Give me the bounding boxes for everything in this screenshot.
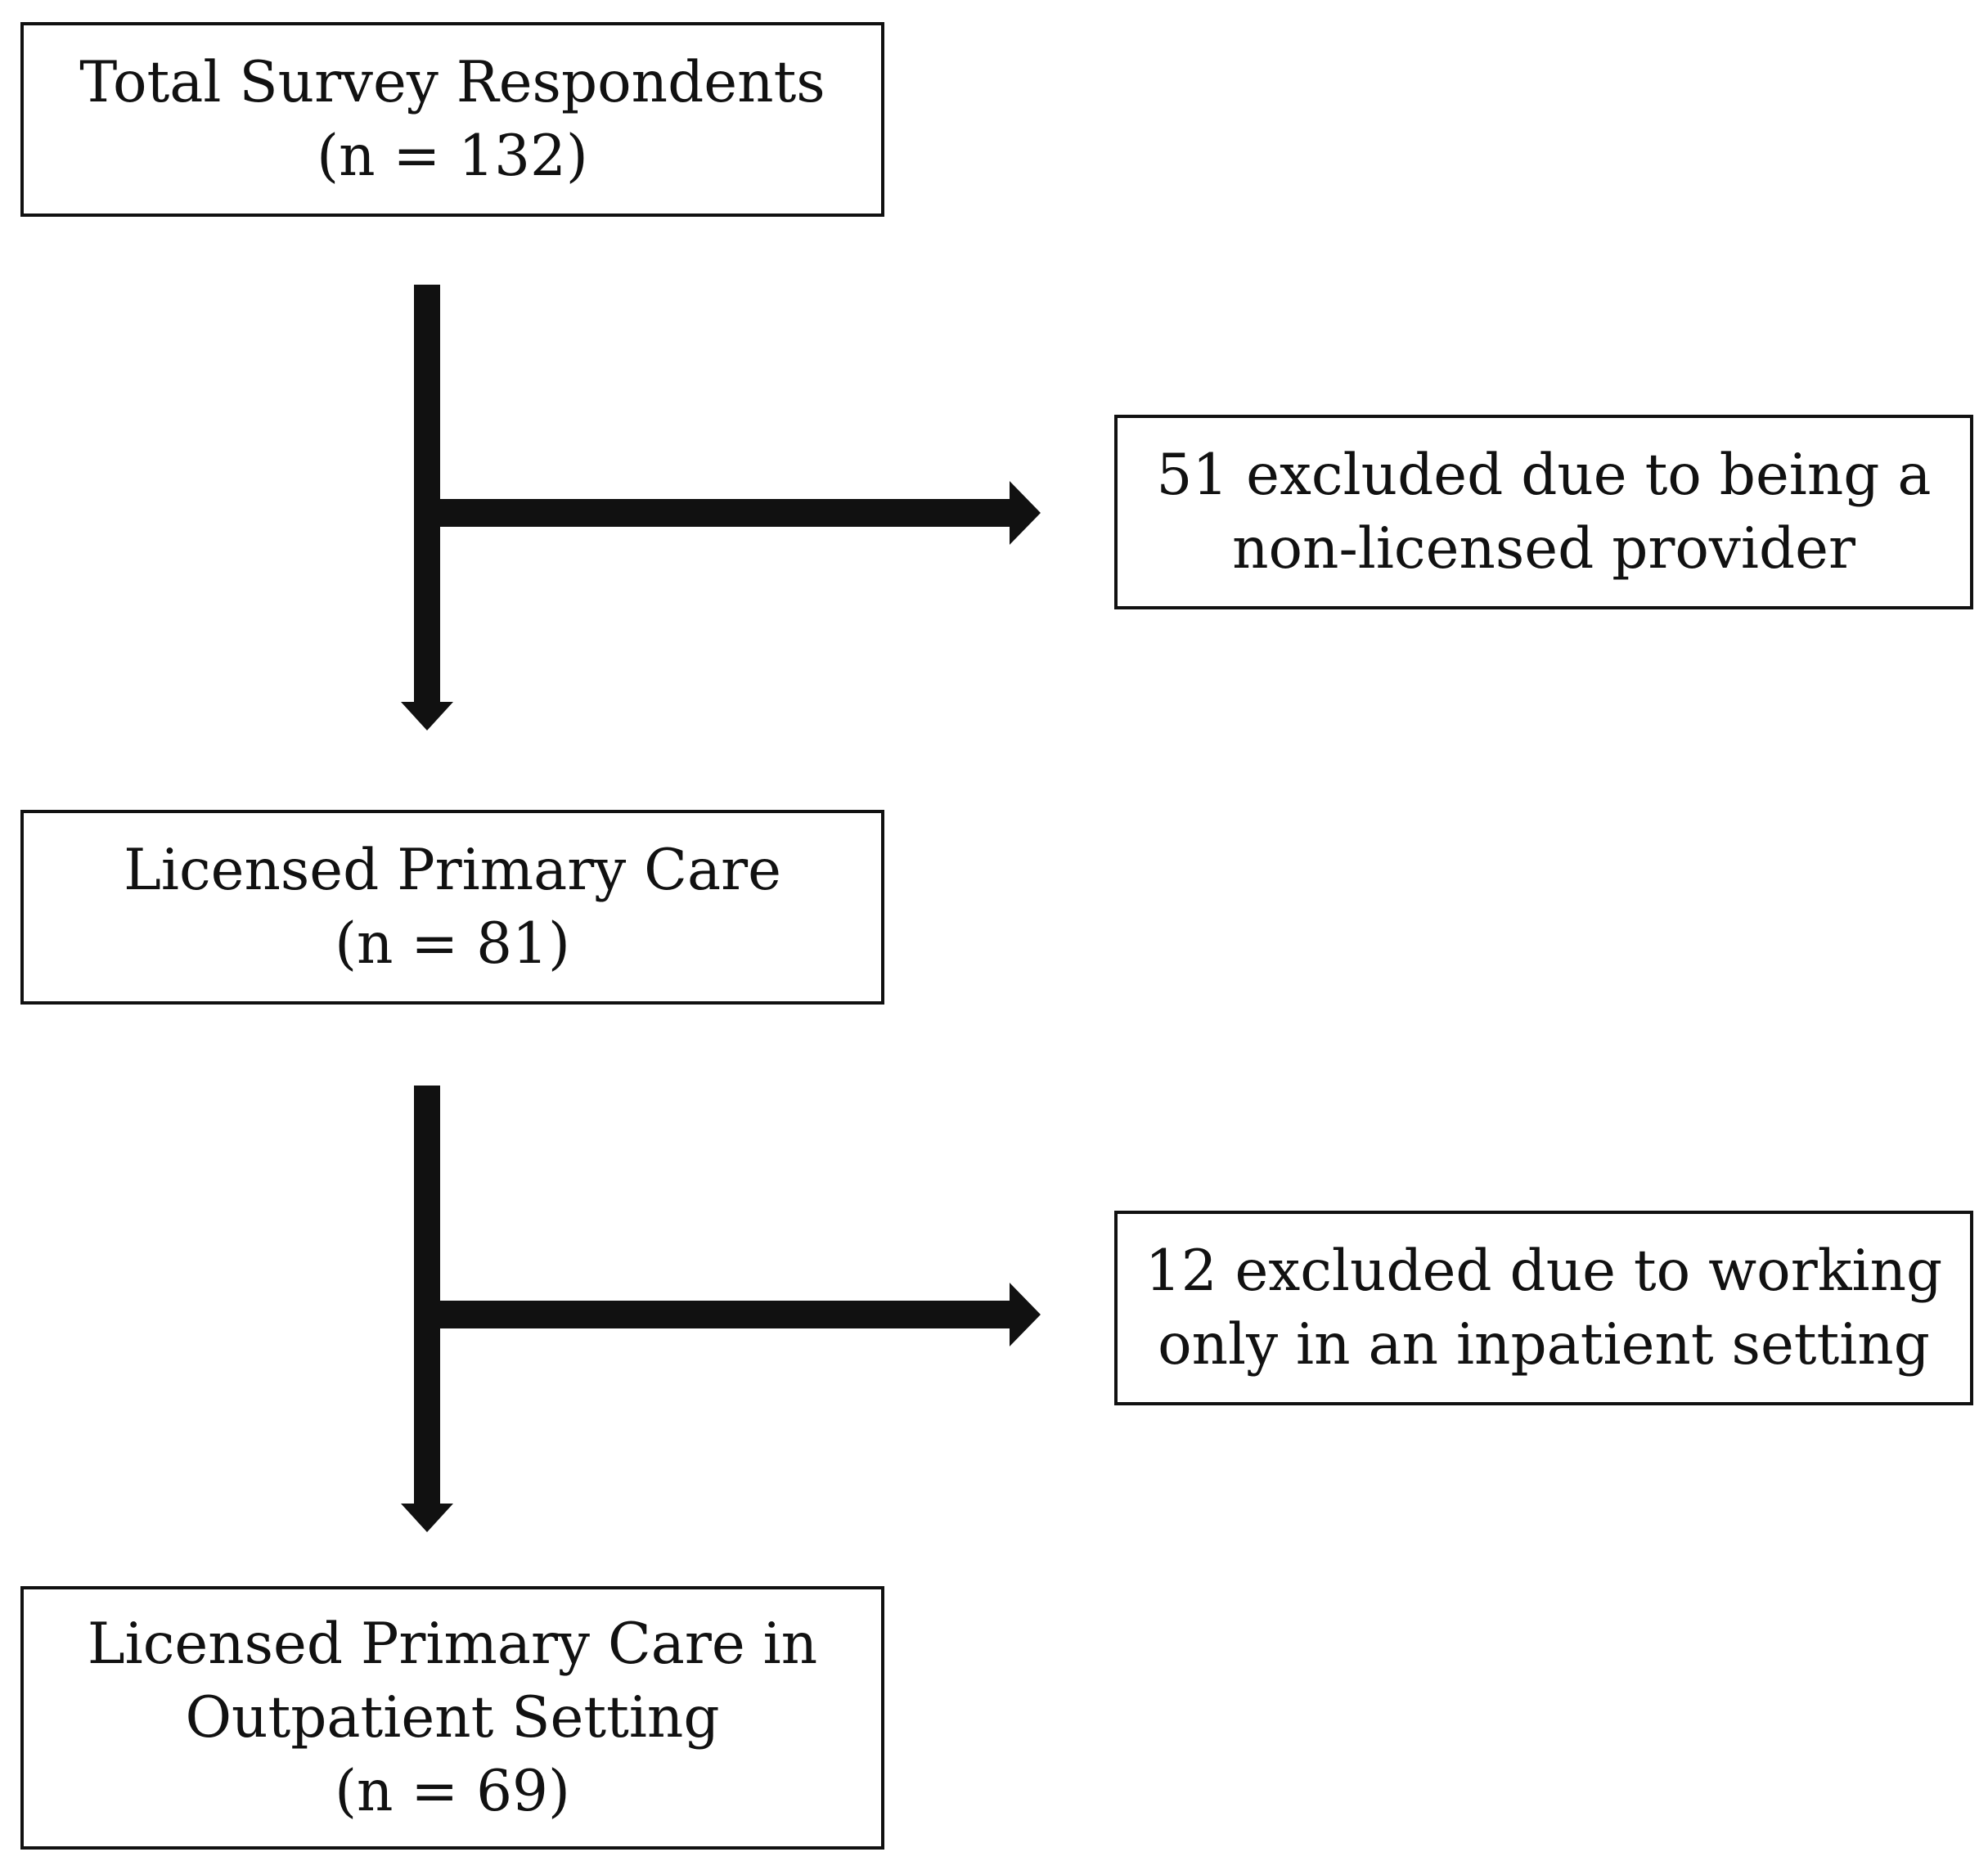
node-excluded-1-line-1: 51 excluded due to being a	[1156, 443, 1932, 508]
node-excluded-inpatient: 12 excluded due to working only in an in…	[1114, 1211, 1973, 1405]
node-final-line-1: Licensed Primary Care in	[87, 1612, 818, 1677]
node-excluded-2-line-1: 12 excluded due to working	[1145, 1238, 1943, 1304]
node-total-line-1: Total Survey Respondents	[79, 50, 825, 115]
node-excluded-1-line-2: non-licensed provider	[1232, 516, 1855, 582]
node-licensed-outpatient: Licensed Primary Care in Outpatient Sett…	[20, 1586, 884, 1850]
node-final-line-2: Outpatient Setting	[185, 1685, 720, 1751]
node-final-line-3: (n = 69)	[335, 1759, 570, 1824]
node-licensed-line-1: Licensed Primary Care	[124, 838, 781, 903]
arrow-licensed-to-final	[401, 1086, 453, 1532]
node-licensed-line-2: (n = 81)	[335, 911, 570, 977]
node-total-respondents: Total Survey Respondents (n = 132)	[20, 22, 884, 217]
node-total-line-2: (n = 132)	[317, 124, 588, 189]
arrow-total-to-excluded-1	[440, 481, 1041, 545]
arrow-total-to-licensed	[401, 285, 453, 730]
node-licensed-primary-care: Licensed Primary Care (n = 81)	[20, 810, 884, 1005]
arrow-licensed-to-excluded-2	[440, 1283, 1041, 1346]
node-excluded-2-line-2: only in an inpatient setting	[1158, 1312, 1930, 1378]
node-excluded-non-licensed: 51 excluded due to being a non-licensed …	[1114, 415, 1973, 609]
